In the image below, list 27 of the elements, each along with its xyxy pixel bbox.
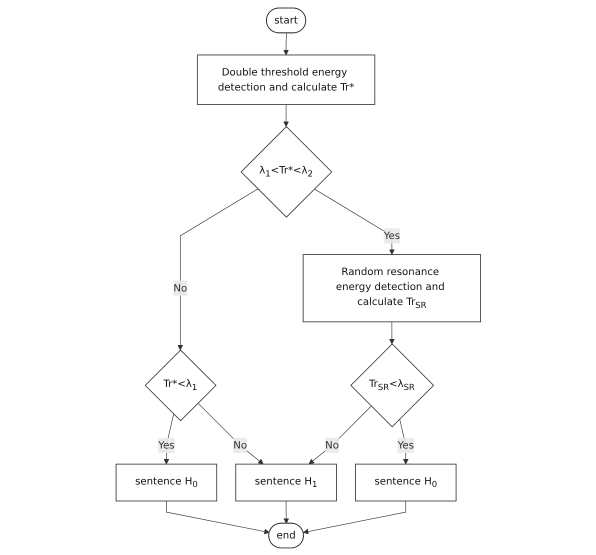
node-box — [302, 254, 481, 322]
edge-label: Yes — [383, 229, 400, 242]
arrow — [177, 188, 258, 350]
node-box — [354, 463, 456, 501]
arrow — [282, 32, 289, 55]
arrow — [388, 321, 394, 344]
node-box — [235, 463, 336, 501]
node-box — [196, 54, 375, 104]
arrow — [314, 188, 394, 254]
arrow — [308, 405, 372, 464]
arrow — [302, 500, 406, 534]
node-box — [115, 463, 217, 501]
arrow — [163, 413, 174, 464]
arrow — [398, 418, 408, 464]
edge-label: No — [173, 281, 187, 294]
arrow — [197, 402, 264, 464]
flowchart: Yes No Yes No No Yes start Double threshold energy detection and calculate Tr* λ$_{1}$<Tr*<λ$_{2}$ Random resonance energy detection and calculate Tr$_{SR}$ Tr*<λ$_{1}$ Tr$_{SR}$<λ$_{SR}$ sentence H$_{0}$ sentence H$_{1}$ sentence H$_{0}$ end — [110, 2, 486, 552]
node-diamond — [240, 126, 332, 218]
arrow — [283, 500, 289, 524]
edge-label: Yes — [397, 438, 414, 451]
node-diamond — [350, 342, 434, 427]
edge-label: No — [324, 438, 339, 451]
edge-label: Yes — [158, 438, 174, 451]
arrow — [166, 500, 270, 534]
arrow — [282, 104, 289, 126]
node-diamond — [144, 348, 216, 421]
edge-label: No — [232, 438, 247, 451]
